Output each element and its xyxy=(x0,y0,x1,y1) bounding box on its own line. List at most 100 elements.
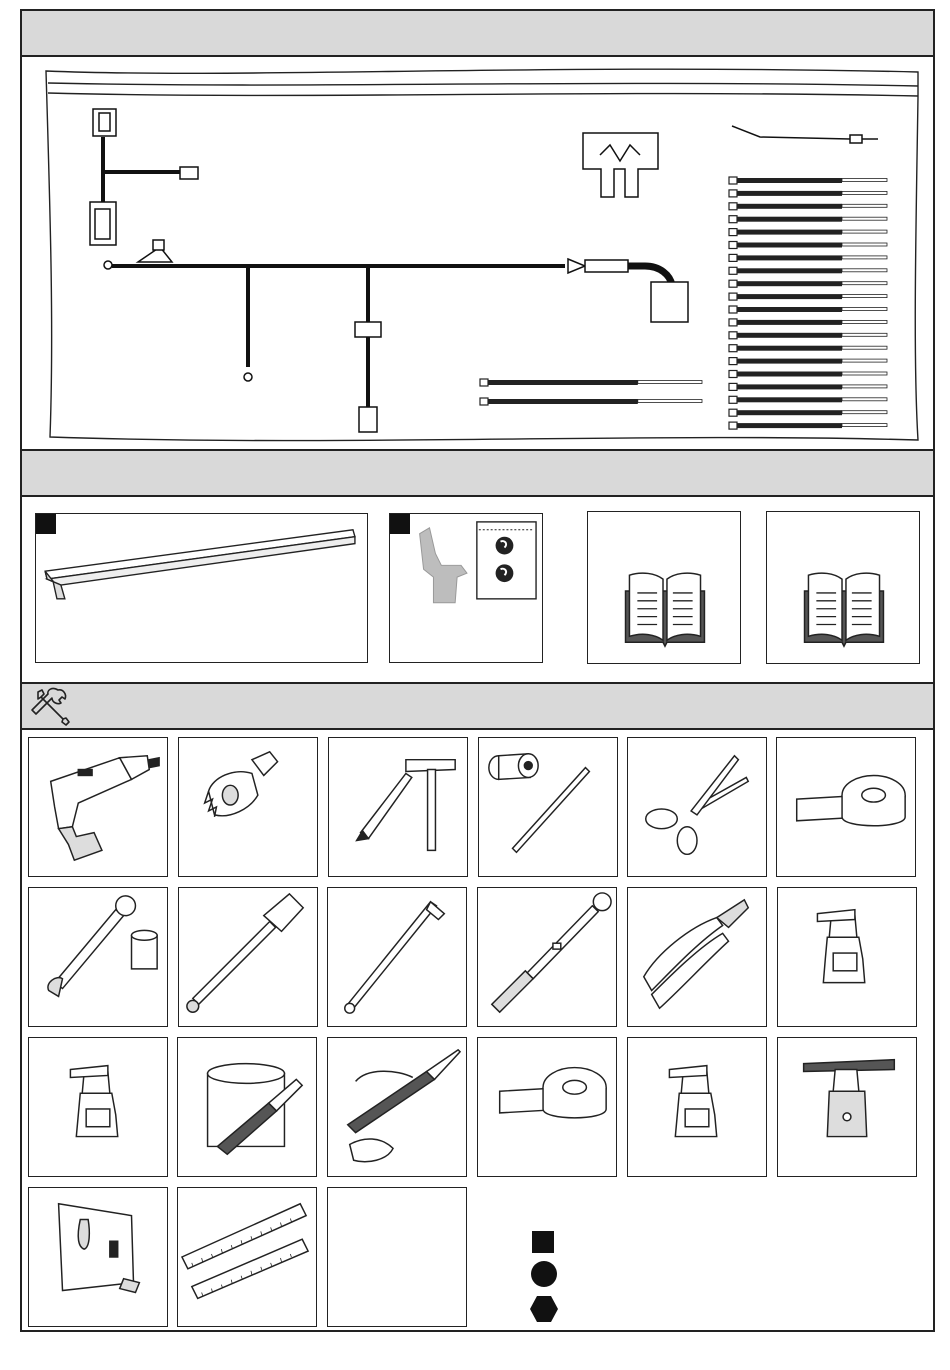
angle-profile-icon xyxy=(36,514,367,662)
cable-tie-band xyxy=(737,333,842,338)
allen-key-icon xyxy=(328,888,466,1026)
hammer-icon xyxy=(329,738,467,876)
cable-tie-head xyxy=(729,242,737,249)
cable-tie-band xyxy=(737,307,842,312)
tool-test-light xyxy=(327,1037,467,1177)
cable-tie-band xyxy=(737,281,842,286)
cable-tie-head xyxy=(729,306,737,313)
cable-tie-head xyxy=(729,371,737,378)
book-icon xyxy=(767,512,919,663)
cable-tie-head xyxy=(729,319,737,326)
cable-tie-tail xyxy=(842,217,887,220)
cable-tie-head xyxy=(729,280,737,287)
tool-tape-roll-2 xyxy=(477,1037,617,1177)
grommet-bag-icon xyxy=(477,522,536,599)
bracket-icon xyxy=(390,514,542,662)
cable-tie-tail xyxy=(842,359,887,362)
cable-tie-band xyxy=(737,346,842,351)
tools-icon xyxy=(28,686,74,728)
cable-tie-head xyxy=(729,332,737,339)
tape-icon xyxy=(478,1038,616,1176)
cable-tie-tail xyxy=(638,381,702,384)
cable-tie-band xyxy=(488,380,638,385)
tool-spray-bottle-2 xyxy=(28,1037,168,1177)
wire-end-icon xyxy=(732,126,878,143)
cable-tie-tail xyxy=(842,424,887,427)
tape-measure-icon xyxy=(29,1188,167,1326)
cable-tie-head xyxy=(729,293,737,300)
cable-tie-tail xyxy=(842,372,887,375)
cable-tie-tail xyxy=(842,385,887,388)
cable-tie-band xyxy=(737,243,842,248)
extension-icon xyxy=(179,888,317,1026)
cable-tie-tail xyxy=(842,398,887,401)
spray-bottle-icon xyxy=(778,888,916,1026)
cable-tie-head xyxy=(729,409,737,416)
tool-rulers xyxy=(177,1187,317,1327)
cable-tie-tail xyxy=(842,411,887,414)
cable-tie-head xyxy=(729,190,737,197)
drill-bit-icon xyxy=(479,738,617,876)
tool-tape-roll xyxy=(776,737,916,877)
cable-tie-band xyxy=(737,255,842,260)
ratchet-icon xyxy=(29,888,167,1026)
tool-allen-key xyxy=(327,887,467,1027)
section-header-required-tools xyxy=(20,682,935,730)
tool-hole-saw xyxy=(178,737,318,877)
cable-tie-band xyxy=(737,384,842,389)
cable-tie-head xyxy=(729,216,737,223)
cable-tie-head xyxy=(729,345,737,352)
cable-tie-tail xyxy=(842,179,887,182)
cable-tie-head xyxy=(729,358,737,365)
cable-tie-tail xyxy=(842,346,887,349)
part-manual-2 xyxy=(766,511,920,664)
tool-torque-wrench xyxy=(477,887,617,1027)
tool-spray-bottle-3 xyxy=(627,1037,767,1177)
ruler-icon xyxy=(178,1188,316,1326)
tool-socket-extension xyxy=(178,887,318,1027)
tool-empty-slot xyxy=(327,1187,467,1327)
cable-tie-band xyxy=(737,217,842,222)
cable-tie-tail xyxy=(842,295,887,298)
cable-tie-tail xyxy=(842,230,887,233)
cable-tie-head xyxy=(480,398,488,405)
section-header-additional-parts xyxy=(20,449,935,497)
cable-tie-head xyxy=(729,254,737,261)
hole-saw-icon xyxy=(179,738,317,876)
cable-tie-band xyxy=(737,320,842,325)
cable-tie-tail xyxy=(842,243,887,246)
tool-drill-bit-and-stop xyxy=(478,737,618,877)
cable-tie-band xyxy=(737,268,842,273)
pliers-icon xyxy=(628,888,766,1026)
cable-tie-tail xyxy=(842,191,887,194)
tool-paint-can-and-brush xyxy=(177,1037,317,1177)
cable-tie-tail xyxy=(842,333,887,336)
scissors-icon xyxy=(628,738,766,876)
part-bracket-and-grommets xyxy=(389,513,543,663)
drill-icon xyxy=(29,738,167,876)
cable-tie-head xyxy=(729,383,737,390)
cable-tie-tail xyxy=(638,400,702,403)
cable-tie-band xyxy=(737,204,842,209)
cable-tie-bundle-short xyxy=(480,379,702,405)
cable-tie-tail xyxy=(842,269,887,272)
cable-tie-band xyxy=(737,359,842,364)
fuse-icon xyxy=(583,133,658,197)
cable-tie-tail xyxy=(842,204,887,207)
cable-tie-head xyxy=(729,422,737,429)
cable-tie-band xyxy=(737,423,842,428)
kit-contents-area xyxy=(20,57,935,449)
cable-tie-band xyxy=(737,410,842,415)
cable-tie-band xyxy=(737,397,842,402)
part-trim-strip xyxy=(35,513,368,663)
circle-icon xyxy=(530,1260,558,1288)
tool-spray-bottle xyxy=(777,887,917,1027)
rivet-gun-icon xyxy=(778,1038,916,1176)
tool-ratchet-and-socket xyxy=(28,887,168,1027)
tool-punch-and-hammer xyxy=(328,737,468,877)
cable-tie-bundle-long xyxy=(729,177,887,429)
cable-tie-band xyxy=(488,399,638,404)
cable-tie-head xyxy=(480,379,488,386)
spray-bottle-icon xyxy=(29,1038,167,1176)
cable-tie-head xyxy=(729,267,737,274)
